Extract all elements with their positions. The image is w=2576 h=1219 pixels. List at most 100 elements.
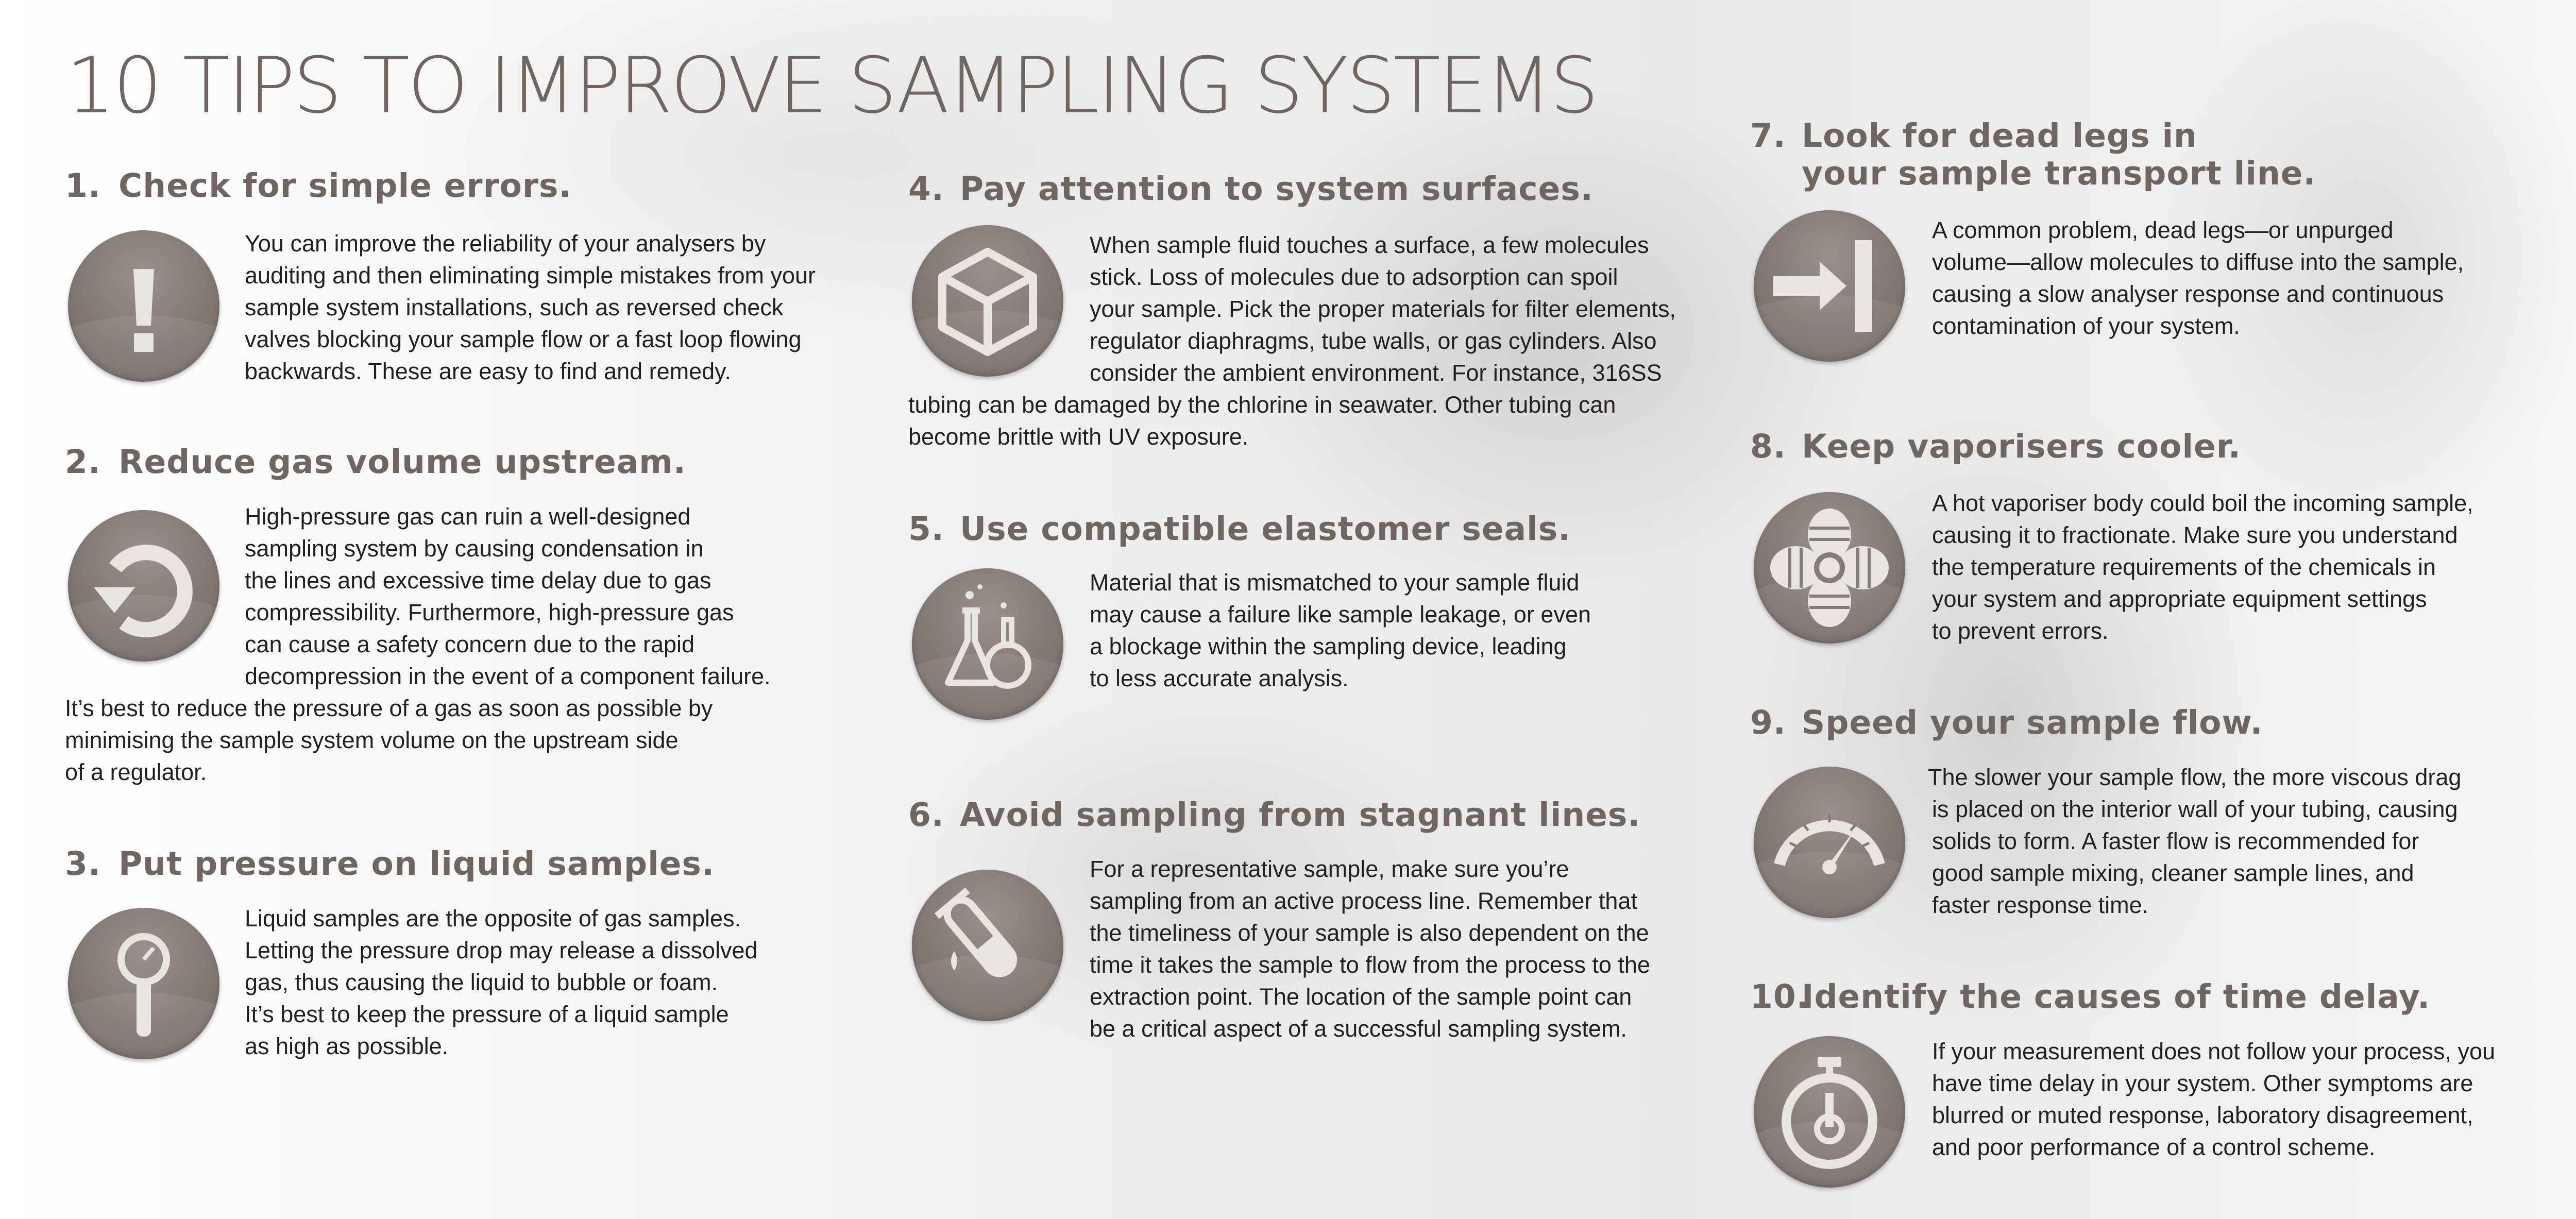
tip-heading: 1.Check for simple errors. <box>65 167 571 205</box>
tip-number: 5. <box>908 510 944 548</box>
tip-line: A common problem, dead legs—or unpurged <box>1932 217 2394 243</box>
tip-line: For a representative sample, make sure y… <box>1090 856 1569 882</box>
pressure-gauge-icon <box>68 908 219 1059</box>
tip-line: The slower your sample flow, the more vi… <box>1928 764 2462 790</box>
tip-body: A common problem, dead legs—or unpurged … <box>1932 214 2464 342</box>
tip-line: have time delay in your system. Other sy… <box>1932 1070 2473 1096</box>
tip-heading: 5. Use compatible elastomer seals. <box>908 510 1571 548</box>
stopwatch-icon <box>1754 1036 1905 1188</box>
tip-line: sample system installations, such as rev… <box>245 294 784 320</box>
tip-heading-text: Speed your sample flow. <box>1802 704 2263 741</box>
tip-line: regulator diaphragms, tube walls, or gas… <box>1090 328 1657 354</box>
tip-line: the lines and excessive time delay due t… <box>245 567 711 594</box>
tip-body: You can improve the reliability of your … <box>245 228 816 387</box>
tip-line: valves blocking your sample flow or a fa… <box>245 326 802 352</box>
tip-line: High-pressure gas can ruin a well-design… <box>245 503 691 530</box>
tip-line: auditing and then eliminating simple mis… <box>245 262 816 289</box>
tip-line: It’s best to reduce the pressure of a ga… <box>65 695 713 721</box>
tip-heading: 7. Look for dead legs in <box>1750 117 2197 155</box>
exclamation-icon <box>68 230 219 382</box>
tip-line: to prevent errors. <box>1932 618 2109 644</box>
tip-line: and poor performance of a control scheme… <box>1932 1134 2376 1160</box>
tip-line: When sample fluid touches a surface, a f… <box>1090 232 1649 258</box>
rotate-arrow-icon <box>68 510 219 662</box>
cube-icon <box>912 225 1063 377</box>
tip-line: solids to form. A faster flow is recomme… <box>1932 828 2419 854</box>
tip-number: 4. <box>908 170 944 208</box>
tip-line: decompression in the event of a componen… <box>245 663 771 689</box>
tip-heading-text: Identify the causes of time delay. <box>1802 978 2431 1015</box>
lab-flasks-icon <box>912 568 1063 720</box>
tip-line: of a regulator. <box>65 759 207 785</box>
tip-line: may cause a failure like sample leakage,… <box>1090 601 1591 628</box>
tip-line: as high as possible. <box>245 1033 449 1059</box>
tip-heading-text: Keep vaporisers cooler. <box>1802 428 2241 465</box>
tip-line: is placed on the interior wall of your t… <box>1932 796 2458 822</box>
tip-body-continued: It’s best to reduce the pressure of a ga… <box>65 692 713 788</box>
tip-line: extraction point. The location of the sa… <box>1090 984 1632 1010</box>
tip-body-continued: tubing can be damaged by the chlorine in… <box>908 389 1616 453</box>
tip-line: time it takes the sample to flow from th… <box>1090 952 1650 978</box>
tip-heading-text: Pay attention to system surfaces. <box>960 170 1594 208</box>
tip-body: The slower your sample flow, the more vi… <box>1928 761 2461 921</box>
tip-line: backwards. These are easy to find and re… <box>245 358 731 384</box>
tip-number: 8. <box>1750 428 1786 465</box>
tip-body: Material that is mismatched to your samp… <box>1090 567 1591 695</box>
tip-line: a blockage within the sampling device, l… <box>1090 633 1567 659</box>
tip-line: compressibility. Furthermore, high-press… <box>245 599 734 625</box>
tip-heading: 6. Avoid sampling from stagnant lines. <box>908 796 1640 834</box>
tip-heading-line-2: your sample transport line. <box>1802 155 2316 192</box>
tip-number: 10. <box>1750 978 1809 1015</box>
tip-body: Liquid samples are the opposite of gas s… <box>245 903 758 1062</box>
tip-line: consider the ambient environment. For in… <box>1090 360 1662 386</box>
tip-number: 3. <box>65 845 101 883</box>
speedometer-icon <box>1754 767 1905 918</box>
tip-line: It’s best to keep the pressure of a liqu… <box>245 1001 729 1027</box>
tip-heading-text: Use compatible elastomer seals. <box>960 510 1571 548</box>
tip-number: 2. <box>65 443 101 481</box>
tip-number: 9. <box>1750 704 1786 741</box>
tip-line: gas, thus causing the liquid to bubble o… <box>245 969 718 995</box>
tip-heading: 3. Put pressure on liquid samples. <box>65 845 715 883</box>
tip-heading-text: Look for dead legs in <box>1802 117 2197 155</box>
tip-heading: 9. Speed your sample flow. <box>1750 704 2263 742</box>
tip-number: 7. <box>1750 117 1786 155</box>
page-title: 10 TIPS TO IMPROVE SAMPLING SYSTEMS <box>66 41 1599 131</box>
tip-line: Material that is mismatched to your samp… <box>1090 569 1580 596</box>
tip-line: be a critical aspect of a successful sam… <box>1090 1015 1627 1042</box>
tip-line: blurred or muted response, laboratory di… <box>1932 1102 2473 1128</box>
tip-line: A hot vaporiser body could boil the inco… <box>1932 490 2473 516</box>
tip-line: the temperature requirements of the chem… <box>1932 554 2436 580</box>
tip-line: stick. Loss of molecules due to adsorpti… <box>1090 264 1618 290</box>
tip-body: A hot vaporiser body could boil the inco… <box>1932 487 2473 647</box>
tip-line: to less accurate analysis. <box>1090 665 1349 691</box>
tip-heading-text: Check for simple errors. <box>118 167 572 205</box>
fan-icon <box>1754 492 1905 644</box>
tip-line: can cause a safety concern due to the ra… <box>245 631 695 657</box>
tip-line: faster response time. <box>1932 892 2149 918</box>
tip-line: contamination of your system. <box>1932 313 2240 339</box>
tip-heading: 4. Pay attention to system surfaces. <box>908 170 1594 208</box>
tip-line: Letting the pressure drop may release a … <box>245 937 758 963</box>
tip-line: sampling system by causing condensation … <box>245 535 704 562</box>
tip-heading: 10.Identify the causes of time delay. <box>1750 978 2430 1016</box>
tip-line: If your measurement does not follow your… <box>1932 1038 2496 1064</box>
tip-line: sampling from an active process line. Re… <box>1090 888 1637 914</box>
tip-line: volume—allow molecules to diffuse into t… <box>1932 249 2464 275</box>
tip-heading: 8. Keep vaporisers cooler. <box>1750 428 2241 466</box>
tip-heading-text: Avoid sampling from stagnant lines. <box>960 796 1641 834</box>
tip-line: minimising the sample system volume on t… <box>65 727 679 753</box>
tip-line: causing a slow analyser response and con… <box>1932 281 2444 307</box>
tip-body: When sample fluid touches a surface, a f… <box>1090 229 1676 389</box>
tip-line: causing it to fractionate. Make sure you… <box>1932 522 2458 548</box>
tip-number: 6. <box>908 796 944 834</box>
tip-line: tubing can be damaged by the chlorine in… <box>908 392 1616 418</box>
tip-line: good sample mixing, cleaner sample lines… <box>1932 860 2414 886</box>
test-tube-icon <box>912 870 1063 1021</box>
tip-line: your sample. Pick the proper materials f… <box>1090 296 1676 322</box>
tip-line: your system and appropriate equipment se… <box>1932 586 2427 612</box>
tip-body: High-pressure gas can ruin a well-design… <box>245 501 771 692</box>
tip-heading-text: Put pressure on liquid samples. <box>118 845 715 883</box>
tip-line: the timeliness of your sample is also de… <box>1090 920 1649 946</box>
